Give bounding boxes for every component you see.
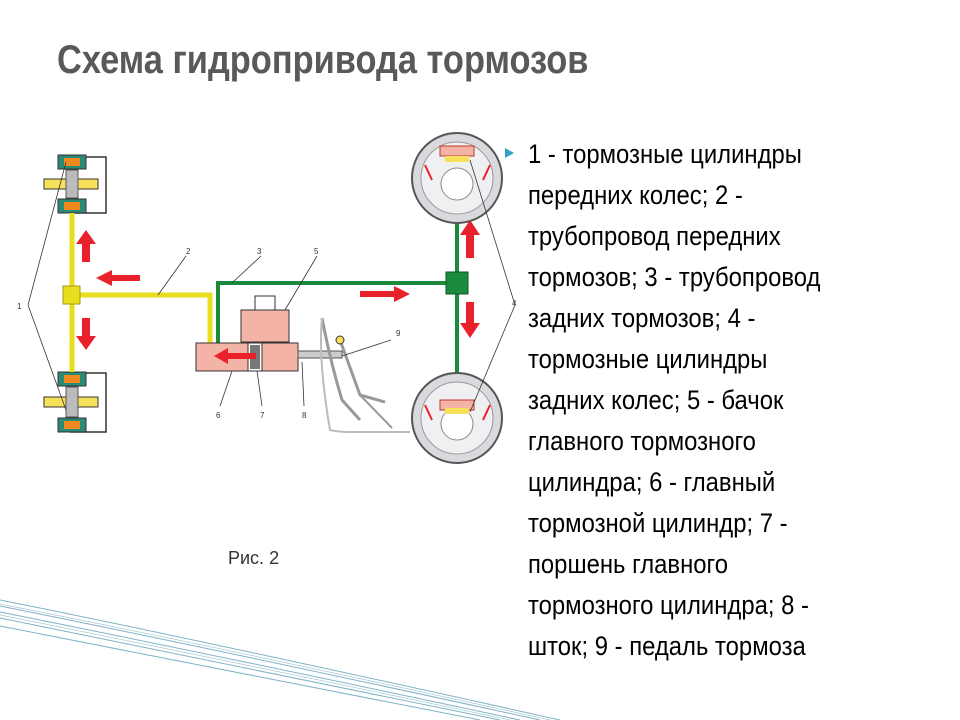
description-line: тормозные цилиндры (528, 344, 768, 374)
description-line: тормозного цилиндра; 8 - (528, 590, 809, 620)
front-bottom-wheel-cylinder (43, 371, 99, 433)
arrow-left-front (96, 270, 140, 286)
label-1: 1 (17, 302, 22, 311)
description-line: тормозной цилиндр; 7 - (528, 508, 788, 538)
description-line: 1 - тормозные цилиндры (528, 139, 802, 169)
description-text: 1 - тормозные цилиндры передних колес; 2… (528, 134, 888, 667)
label-2: 2 (186, 247, 191, 256)
arrow-right-rear (360, 286, 410, 302)
rear-top-drum (411, 132, 503, 224)
figure-caption: Рис. 2 (228, 548, 280, 568)
label-9: 9 (396, 329, 401, 338)
front-top-bracket (70, 156, 107, 214)
front-bottom-bracket (70, 372, 107, 433)
brake-hydraulic-diagram: 1 2 3 4 5 6 7 8 9 (17, 132, 517, 464)
description-line: задних тормозов; 4 - (528, 303, 756, 333)
front-tee (62, 285, 81, 305)
push-rod (297, 350, 343, 359)
leader-lines (27, 159, 516, 413)
description-line: задних колес; 5 - бачок (528, 385, 784, 415)
pedal-floor (320, 317, 410, 433)
description-line: поршень главного (528, 549, 728, 579)
label-3: 3 (257, 247, 262, 256)
bullet-triangle-icon (505, 148, 514, 158)
label-7: 7 (260, 411, 265, 420)
rear-tee (445, 271, 469, 295)
brake-reservoir (240, 295, 290, 345)
label-6: 6 (216, 411, 221, 420)
front-top-wheel-cylinder (43, 154, 99, 214)
description-line: цилиндра; 6 - главный (528, 467, 776, 497)
slide-title: Схема гидропривода тормозов (57, 38, 589, 82)
arrow-up-front (76, 230, 96, 262)
arrow-down-rear (460, 302, 480, 338)
arrow-master-left (214, 348, 256, 364)
label-5: 5 (314, 247, 319, 256)
flow-arrows (76, 220, 480, 364)
arrow-up-rear (460, 220, 480, 258)
rear-bottom-drum (411, 372, 503, 464)
description-line: трубопровод передних (528, 221, 781, 251)
description-line: тормозов; 3 - трубопровод (528, 262, 821, 292)
label-4: 4 (512, 299, 517, 308)
brake-pedal (320, 317, 393, 429)
description-line: передних колес; 2 - (528, 180, 743, 210)
decorative-corner-lines (0, 599, 560, 720)
label-8: 8 (302, 411, 307, 420)
front-brake-line (69, 213, 213, 372)
description-line: главного тормозного (528, 426, 756, 456)
arrow-down-front (76, 318, 96, 350)
pedal-pivot (335, 335, 345, 345)
description-line: шток; 9 - педаль тормоза (528, 631, 806, 661)
